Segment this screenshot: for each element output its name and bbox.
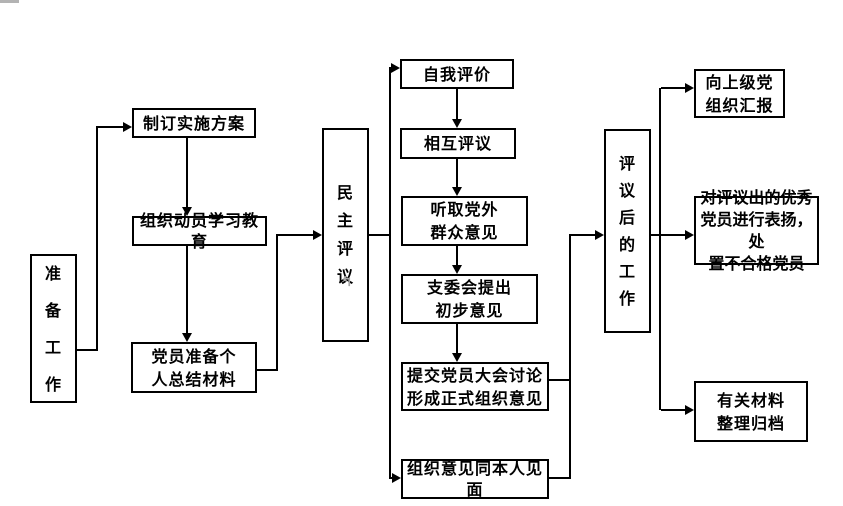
arrowhead-to-meet-person-icon bbox=[392, 473, 401, 483]
arrowhead-to-mobilize-icon bbox=[182, 207, 192, 216]
connector-to-after-review bbox=[571, 234, 595, 236]
connector-middle-right-trunk bbox=[569, 234, 571, 479]
arrowhead-to-outside-icon bbox=[452, 187, 462, 196]
node-archive-materials: 有关材料 整理归档 bbox=[694, 381, 808, 442]
node-report-superior: 向上级党 组织汇报 bbox=[694, 69, 785, 118]
arrowhead-to-submit-icon bbox=[452, 353, 462, 362]
node-outside-opinions: 听取党外 群众意见 bbox=[401, 196, 528, 246]
connector-right-branch-trunk bbox=[659, 88, 661, 410]
node-democratic-review: 民 主 评 议 bbox=[322, 128, 369, 342]
node-praise-dispose: 对评议出的优秀 党员进行表扬，处 置不合格党员 bbox=[694, 188, 819, 273]
arrowhead-to-after-review-icon bbox=[595, 230, 604, 240]
connector-to-democratic bbox=[278, 234, 313, 236]
arrowhead-to-praise-icon bbox=[685, 230, 694, 240]
connector-summary-riser bbox=[276, 234, 278, 371]
cursor-artifact: ↰ bbox=[341, 274, 353, 290]
connector-mobilize-to-summary bbox=[186, 246, 188, 334]
connector-plan-to-mobilize bbox=[186, 138, 188, 208]
connector-prepare-out bbox=[76, 349, 97, 351]
arrowhead-to-democratic-icon bbox=[313, 230, 322, 240]
node-submit-meeting: 提交党员大会讨论 形成正式组织意见 bbox=[401, 362, 549, 411]
connector-committee-to-submit bbox=[456, 324, 458, 353]
connector-outside-to-committee bbox=[456, 246, 458, 265]
node-self-evaluation: 自我评价 bbox=[400, 59, 514, 89]
arrowhead-to-self-eval-icon bbox=[391, 63, 400, 73]
connector-to-archive bbox=[661, 409, 685, 411]
arrowhead-to-summary-icon bbox=[182, 333, 192, 342]
window-edge-artifact bbox=[0, 0, 19, 3]
node-committee-preliminary: 支委会提出 初步意见 bbox=[401, 274, 538, 324]
connector-mutual-to-outside bbox=[456, 159, 458, 187]
node-mutual-review: 相互评议 bbox=[400, 128, 516, 159]
arrowhead-to-archive-icon bbox=[685, 405, 694, 415]
connector-prepare-riser bbox=[96, 126, 98, 351]
arrowhead-to-committee-icon bbox=[452, 265, 462, 274]
connector-middle-left-trunk bbox=[389, 67, 391, 479]
connector-summary-out bbox=[255, 369, 278, 371]
connector-to-report bbox=[661, 87, 685, 89]
connector-democratic-out bbox=[368, 234, 391, 236]
node-make-plan: 制订实施方案 bbox=[132, 108, 256, 138]
connector-to-make-plan bbox=[98, 126, 123, 128]
arrowhead-to-mutual-icon bbox=[452, 119, 462, 128]
connector-meet-person-out bbox=[548, 477, 570, 479]
arrowhead-to-report-icon bbox=[685, 83, 694, 93]
connector-submit-out bbox=[548, 379, 570, 381]
connector-to-praise bbox=[650, 234, 685, 236]
node-prepare-work: 准 备 工 作 bbox=[30, 254, 77, 403]
node-member-summary: 党员准备个 人总结材料 bbox=[131, 342, 257, 393]
node-opinion-meet-person: 组织意见同本人见面 bbox=[401, 459, 549, 499]
node-after-review-work: 评 议 后 的 工 作 bbox=[604, 129, 651, 333]
arrowhead-to-make-plan-icon bbox=[123, 122, 132, 132]
node-mobilize-education: 组织动员学习教育 bbox=[132, 211, 267, 251]
connector-selfeval-to-mutual bbox=[456, 89, 458, 119]
